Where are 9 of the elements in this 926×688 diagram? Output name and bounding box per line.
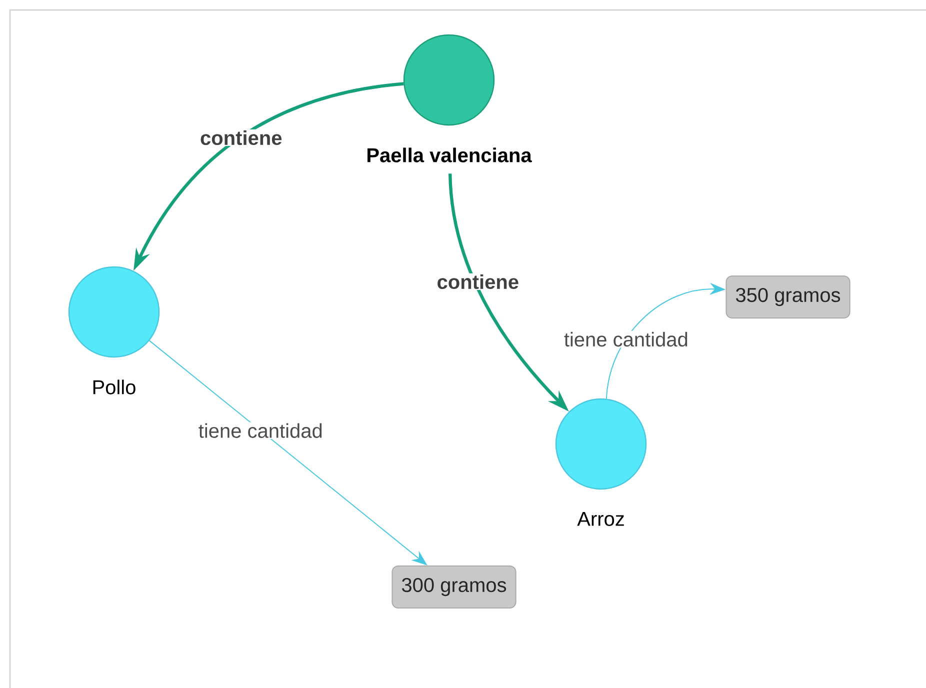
- edge-label: contiene: [436, 273, 520, 290]
- value-box: 300 gramos: [392, 566, 516, 608]
- edge-label: tiene cantidad: [197, 422, 324, 439]
- node-label: Pollo: [93, 380, 136, 394]
- edge-label: tiene cantidad: [562, 330, 690, 348]
- node-label: Arroz: [577, 512, 624, 526]
- value-box: 350 gramos: [726, 276, 850, 318]
- node-label: Paella valenciana: [368, 148, 532, 162]
- edge-label: contiene: [199, 129, 284, 146]
